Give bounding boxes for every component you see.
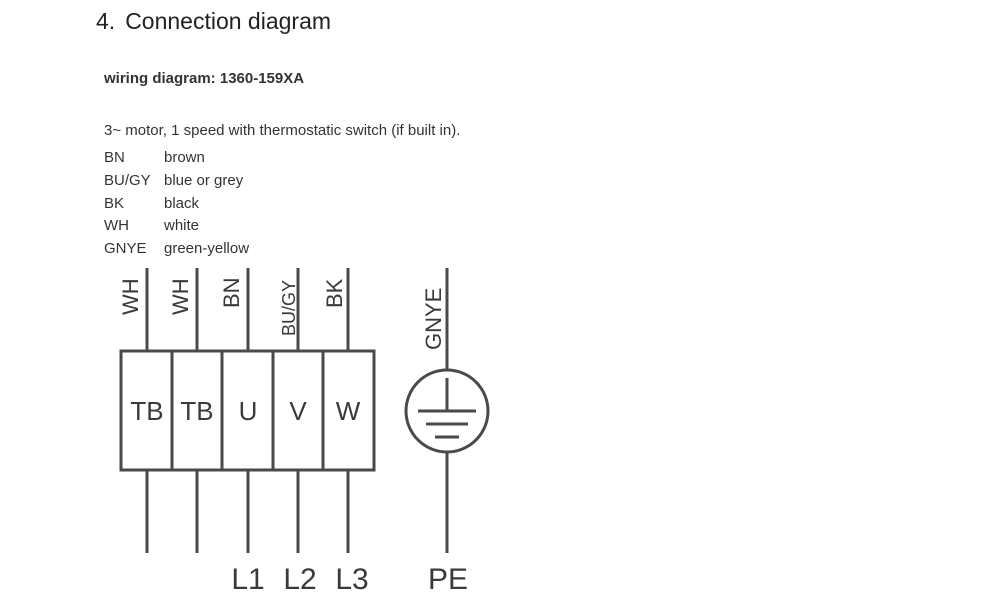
color-legend: BN brown BU/GY blue or grey BK black WH …	[104, 147, 249, 261]
legend-code: GNYE	[104, 240, 147, 258]
motor-description: 3~ motor, 1 speed with thermostatic swit…	[104, 122, 461, 139]
earth-icon	[418, 378, 476, 439]
section-number: 4.	[96, 8, 116, 34]
legend-meaning: blue or grey	[164, 171, 244, 189]
wire-label: WH	[168, 278, 193, 315]
terminal-label: TB	[130, 396, 163, 426]
legend-code: WH	[104, 217, 129, 235]
line-label: L1	[231, 563, 264, 596]
terminal-label: U	[239, 396, 258, 426]
legend-code: BN	[104, 149, 125, 166]
legend-row: BN brown	[104, 147, 249, 170]
terminal-label: V	[289, 396, 307, 426]
legend-meaning: green-yellow	[164, 240, 250, 258]
wire-label: BN	[219, 277, 244, 308]
legend-row: WH white	[104, 215, 249, 238]
line-label: L2	[283, 563, 316, 596]
earth-line-label: PE	[428, 563, 468, 596]
legend-row: GNYE green-yellow	[104, 238, 249, 261]
wire-label: BU/GY	[279, 280, 299, 336]
legend-code: BK	[104, 194, 125, 212]
wire-label: WH	[118, 278, 143, 315]
section-heading: 4. Connection diagram	[96, 8, 331, 35]
legend-row: BU/GY blue or grey	[104, 170, 249, 193]
earth-wire-label: GNYE	[421, 288, 446, 350]
terminal-label: TB	[180, 396, 213, 426]
terminal-label: W	[336, 396, 361, 426]
diagram-id: wiring diagram: 1360-159XA	[104, 70, 305, 87]
wire-label: BK	[322, 278, 347, 308]
line-label: L3	[335, 563, 368, 596]
legend-meaning: black	[164, 194, 200, 212]
legend-code: BU/GY	[104, 171, 151, 189]
legend-meaning: white	[164, 217, 200, 235]
legend-meaning: brown	[164, 149, 205, 166]
section-title: Connection diagram	[125, 8, 332, 34]
legend-row: BK black	[104, 193, 249, 216]
